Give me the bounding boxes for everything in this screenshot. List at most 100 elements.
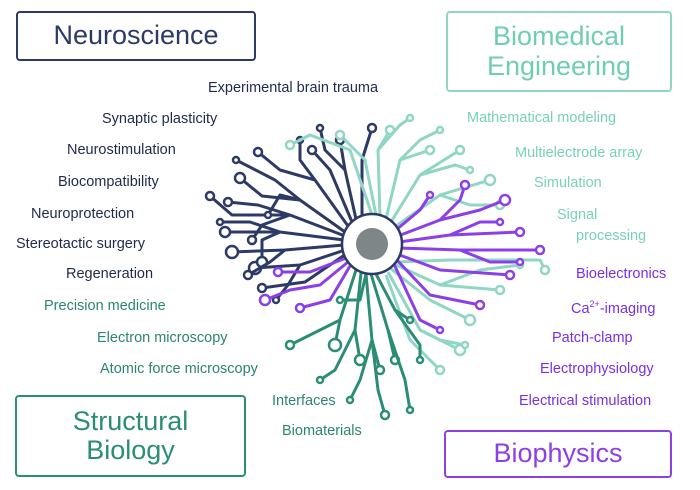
struct-5-node [405, 315, 415, 325]
neuro-9-trace [338, 139, 358, 220]
biophysics-title: Biophysics [493, 438, 623, 469]
neuroscience-category-box: Neuroscience [16, 11, 256, 61]
topic-experimental-brain-trauma: Experimental brain trauma [208, 80, 379, 96]
bme-17-node [539, 264, 551, 276]
topic-simulation: Simulation [534, 175, 602, 191]
neuro-18-node [231, 155, 241, 165]
struct-11-node [345, 395, 355, 405]
bme-2-node [424, 144, 436, 156]
bio-5-node [474, 299, 486, 311]
bme-6-trace [338, 133, 378, 216]
bme-16-trace [439, 263, 521, 287]
bio-12-trace [278, 256, 347, 274]
bme-12-node [494, 284, 506, 296]
bio-1-trace [397, 198, 506, 238]
struct-8-trace [370, 339, 387, 416]
bme-10-trace [439, 193, 500, 207]
central-chip [340, 212, 404, 276]
topic-processing: processing [576, 228, 647, 244]
bio-11-node [258, 293, 272, 307]
bme-15-node [460, 340, 470, 350]
neuro-1-trace [239, 176, 346, 234]
bme-2-trace [384, 148, 431, 220]
struct-7-node [315, 375, 325, 385]
neuro-18-trace [235, 158, 301, 202]
biophysics-category-box: Biophysics [444, 430, 672, 478]
neuro-13-trace [260, 230, 281, 262]
struct-6-node [284, 339, 296, 351]
bme-12-trace [393, 262, 501, 292]
bio-7-node [459, 179, 471, 191]
topic-atomic-force-microscopy: Atomic force microscopy [100, 361, 258, 377]
bio-4-node [504, 269, 516, 281]
topic-bioelectronics: Bioelectronics [576, 266, 667, 282]
bio-10-trace [395, 194, 432, 232]
topic-precision-medicine: Precision medicine [44, 298, 166, 314]
neuro-14-trace [247, 248, 286, 277]
bio-8-node [495, 217, 505, 227]
struct-10-trace [340, 273, 368, 302]
imaging-suffix: -imaging [599, 300, 656, 317]
bme-11-trace [389, 266, 471, 322]
bio-12-node [272, 266, 284, 278]
struct-7-trace [319, 329, 357, 382]
struct-6-trace [289, 318, 341, 347]
neuro-17-node [315, 123, 325, 133]
bme-5-trace [289, 133, 374, 216]
bio-8-trace [449, 220, 500, 237]
structural-biology-title-line1: Structural [72, 405, 189, 436]
topic-calcium-imaging: Ca2+-imaging [571, 299, 656, 317]
struct-2-trace [353, 272, 363, 361]
struct-12-node [415, 355, 425, 365]
bio-10-node [425, 190, 435, 200]
neuro-3-node [218, 225, 232, 239]
bme-6-node [334, 129, 346, 141]
bme-15-trace [419, 328, 466, 347]
bio-3-node [534, 244, 546, 256]
bme-3-node [454, 144, 466, 156]
neuro-10-trace [360, 127, 374, 217]
chip-core [356, 228, 388, 260]
bio-3-trace [398, 246, 540, 252]
struct-11-trace [348, 339, 374, 401]
calcium-symbol: Ca [571, 300, 590, 317]
bme-11-node [463, 313, 477, 327]
struct-8-node [379, 409, 391, 421]
bme-9-trace [419, 163, 471, 177]
bio-13-trace [299, 265, 352, 310]
biomedical-engineering-title-line2: Engineering [486, 50, 632, 81]
neuro-8-node [306, 144, 318, 156]
topic-biocompatibility: Biocompatibility [58, 174, 159, 190]
struct-10-node [335, 295, 345, 305]
bio-7-trace [438, 184, 467, 222]
bio-9-trace [459, 248, 520, 264]
bme-14-trace [384, 274, 442, 372]
biomedical-engineering-category-box: Biomedical Engineering [446, 11, 672, 92]
neuro-7-node [252, 146, 264, 158]
circuit-branches [204, 113, 551, 421]
bio-11-trace [264, 260, 349, 302]
bme-7-trace [376, 116, 411, 151]
neuro-4-node [224, 244, 240, 260]
neuro-7-trace [257, 150, 350, 227]
neuro-20-node [215, 217, 225, 227]
topic-mathematical-modeling: Mathematical modeling [467, 110, 617, 126]
bio-2-node [514, 226, 526, 238]
neuroscience-title: Neuroscience [53, 20, 219, 51]
neuro-14-node [242, 269, 254, 281]
neuro-8-trace [310, 148, 354, 223]
topic-synaptic-plasticity: Synaptic plasticity [102, 111, 218, 127]
topic-electron-microscopy: Electron microscopy [97, 330, 228, 346]
topic-patch-clamp: Patch-clamp [552, 330, 633, 346]
topic-signal: Signal [557, 207, 598, 223]
bme-17-trace [395, 258, 547, 271]
neuro-3-trace [225, 230, 345, 242]
struct-9-trace [386, 329, 412, 411]
neuro-11-node [263, 210, 273, 220]
structural-biology-category-box: Structural Biology [15, 395, 246, 477]
topic-stereotactic-surgery: Stereotactic surgery [16, 236, 145, 252]
neuro-10-node [366, 122, 378, 134]
calcium-charge: 2+ [589, 299, 600, 309]
topic-neuroprotection: Neuroprotection [31, 206, 135, 222]
